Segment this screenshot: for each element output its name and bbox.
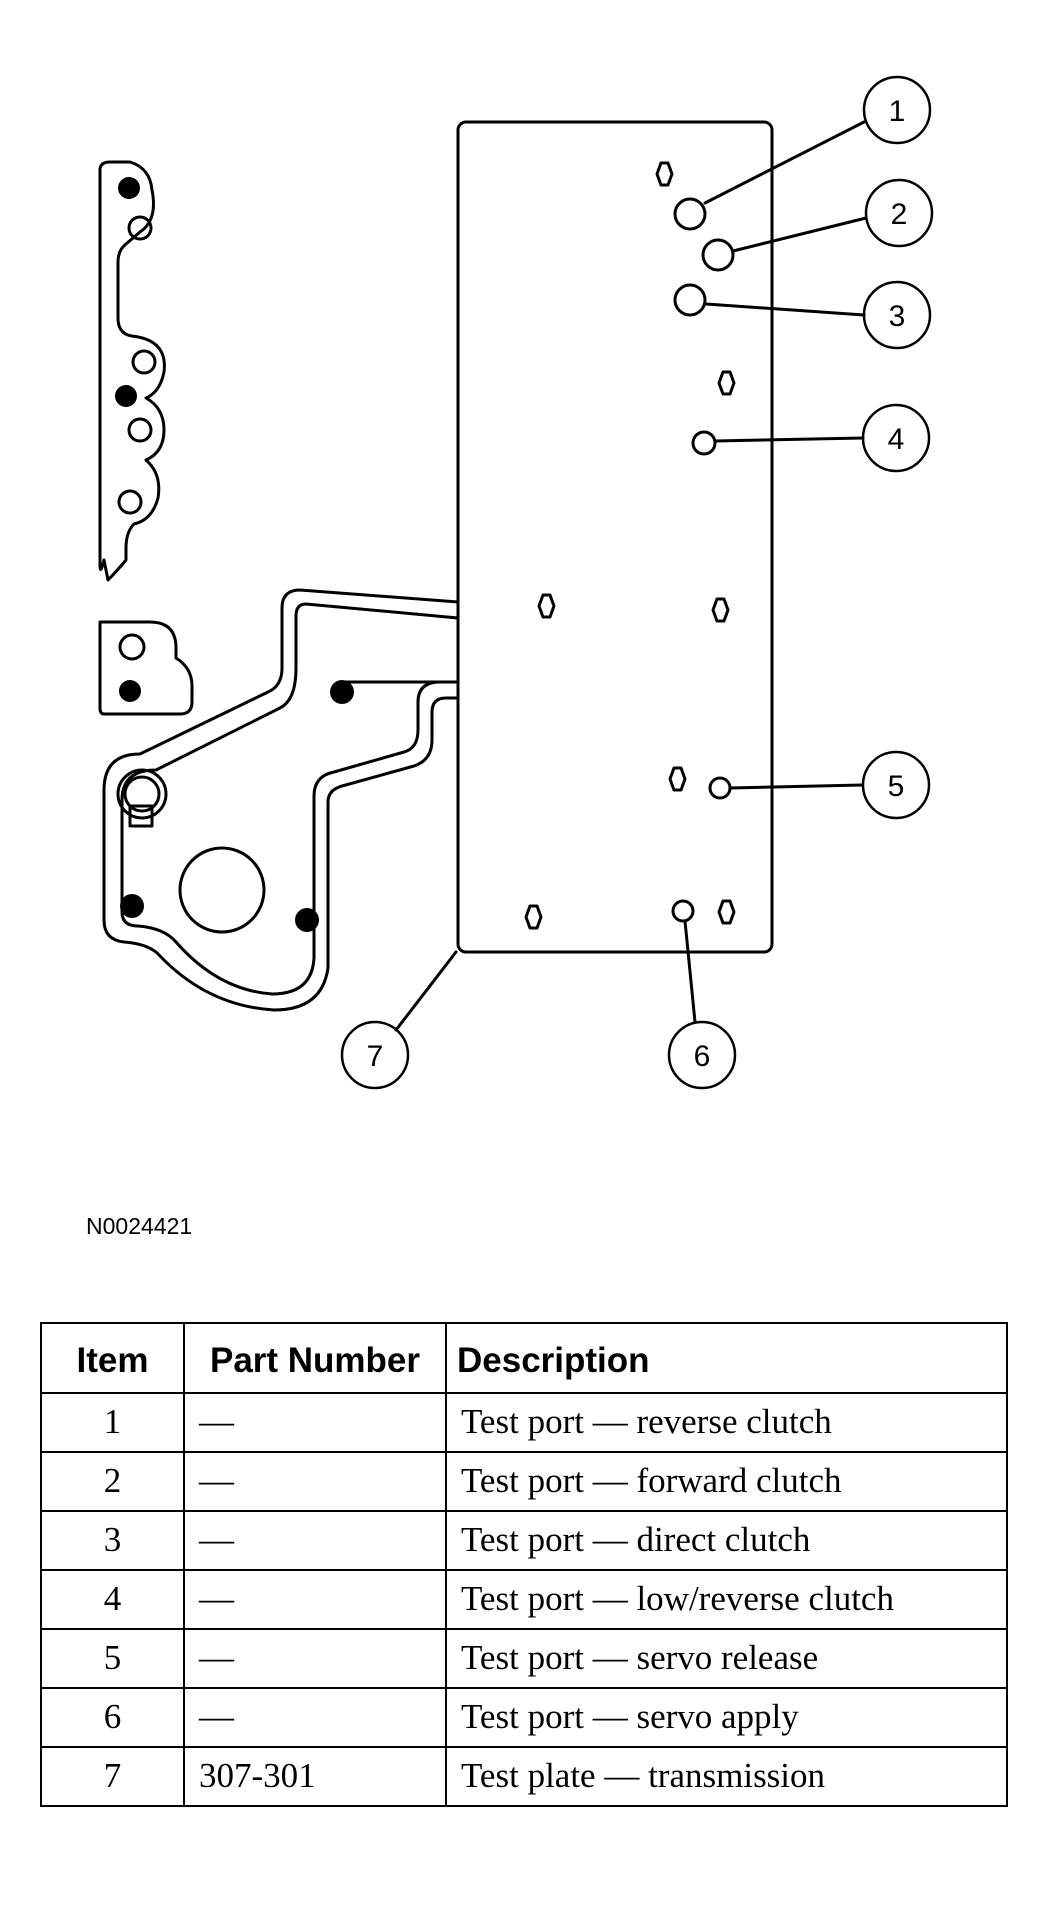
cell-part-number: — — [183, 1687, 447, 1748]
leader-line-2 — [731, 216, 868, 253]
leader-line-4 — [713, 436, 865, 443]
test-port-5 — [708, 776, 732, 800]
large-bore — [178, 846, 266, 934]
cell-description: Test port — servo apply — [445, 1687, 1008, 1748]
test-port-1 — [673, 197, 707, 231]
filter-port-tab — [128, 804, 154, 828]
cell-part-number: — — [183, 1628, 447, 1689]
cell-description: Test port — direct clutch — [445, 1510, 1008, 1571]
cell-item: 2 — [40, 1451, 185, 1512]
bolt-hole-open — [118, 633, 146, 661]
callout-label: 6 — [694, 1040, 711, 1073]
hex-bolt — [717, 899, 736, 925]
callout-label: 3 — [889, 300, 906, 333]
bolt-hole-open — [131, 349, 157, 375]
callout-circle — [667, 1020, 737, 1090]
bolt-hole-filled — [118, 177, 140, 199]
bolt-hole-open — [127, 215, 153, 241]
hex-bolt — [655, 161, 674, 187]
cell-part-number: — — [183, 1392, 447, 1453]
cell-item: 3 — [40, 1510, 185, 1571]
hex-bolt — [524, 904, 543, 930]
callout-circle — [862, 280, 932, 350]
callout-label: 1 — [889, 95, 906, 128]
table-row: 6 — Test port — servo apply — [40, 1687, 1008, 1748]
cell-description: Test port — reverse clutch — [445, 1392, 1008, 1453]
gasket-channel — [102, 588, 460, 1012]
bolt-hole-filled — [115, 385, 137, 407]
cell-item: 6 — [40, 1687, 185, 1748]
leader-line-5 — [728, 783, 864, 790]
test-plate-diagram: 1 2 3 4 5 6 7 — [98, 75, 934, 1090]
table-row: 3 — Test port — direct clutch — [40, 1510, 1008, 1571]
header-part-number: Part Number — [183, 1322, 447, 1394]
test-port-3 — [673, 283, 707, 317]
cell-description: Test port — servo release — [445, 1628, 1008, 1689]
callout-circle — [861, 750, 931, 820]
cell-part-number: — — [183, 1451, 447, 1512]
callout-circle — [864, 178, 934, 248]
cell-item: 5 — [40, 1628, 185, 1689]
bolt-hole-filled — [120, 894, 144, 918]
gasket-strip-upper — [98, 160, 166, 582]
bolt-hole-filled — [295, 908, 319, 932]
test-plate — [456, 120, 774, 954]
cell-item: 4 — [40, 1569, 185, 1630]
callout-circle — [861, 403, 931, 473]
test-port-4 — [691, 430, 717, 456]
leader-line-3 — [704, 302, 866, 317]
bolt-hole-open — [127, 417, 153, 443]
cell-description: Test port — low/reverse clutch — [445, 1569, 1008, 1630]
callout-circle — [862, 75, 932, 145]
table-row: 1 — Test port — reverse clutch — [40, 1392, 1008, 1453]
table-row: 2 — Test port — forward clutch — [40, 1451, 1008, 1512]
hex-bolt — [537, 593, 556, 619]
leader-line-7 — [394, 950, 458, 1032]
callout-label: 7 — [367, 1040, 384, 1073]
test-port-6 — [671, 899, 695, 923]
bolt-hole-filled — [330, 680, 354, 704]
table-row: 7 307-301 Test plate — transmission — [40, 1746, 1008, 1807]
cell-part-number: — — [183, 1510, 447, 1571]
cell-item: 1 — [40, 1392, 185, 1453]
callout-label: 2 — [891, 198, 908, 231]
parts-table: Item Part Number Description 1 — Test po… — [40, 1322, 1008, 1807]
callout-label: 4 — [888, 423, 905, 456]
hex-bolt — [717, 370, 736, 396]
table-row: 4 — Test port — low/reverse clutch — [40, 1569, 1008, 1630]
figure-id: N0024421 — [86, 1213, 193, 1239]
cell-part-number: 307-301 — [183, 1746, 447, 1807]
cell-description: Test port — forward clutch — [445, 1451, 1008, 1512]
callout-label: 5 — [888, 770, 905, 803]
gasket-small — [98, 620, 194, 716]
table-row: 5 — Test port — servo release — [40, 1628, 1008, 1689]
bolt-hole-open — [117, 489, 143, 515]
callout-circle — [340, 1020, 410, 1090]
leader-line-6 — [683, 919, 697, 1024]
table-header-row: Item Part Number Description — [40, 1322, 1008, 1394]
test-port-2 — [701, 238, 735, 272]
hex-bolt — [711, 597, 730, 623]
header-description: Description — [445, 1322, 1008, 1394]
header-item: Item — [40, 1322, 185, 1394]
filter-port-inner — [123, 775, 161, 813]
hex-bolt — [668, 766, 687, 792]
filter-port — [116, 768, 168, 820]
cell-description: Test plate — transmission — [445, 1746, 1008, 1807]
cell-item: 7 — [40, 1746, 185, 1807]
gasket-channel-inner — [120, 602, 460, 996]
bolt-hole-filled — [119, 680, 141, 702]
cell-part-number: — — [183, 1569, 447, 1630]
leader-line-1 — [703, 120, 866, 205]
